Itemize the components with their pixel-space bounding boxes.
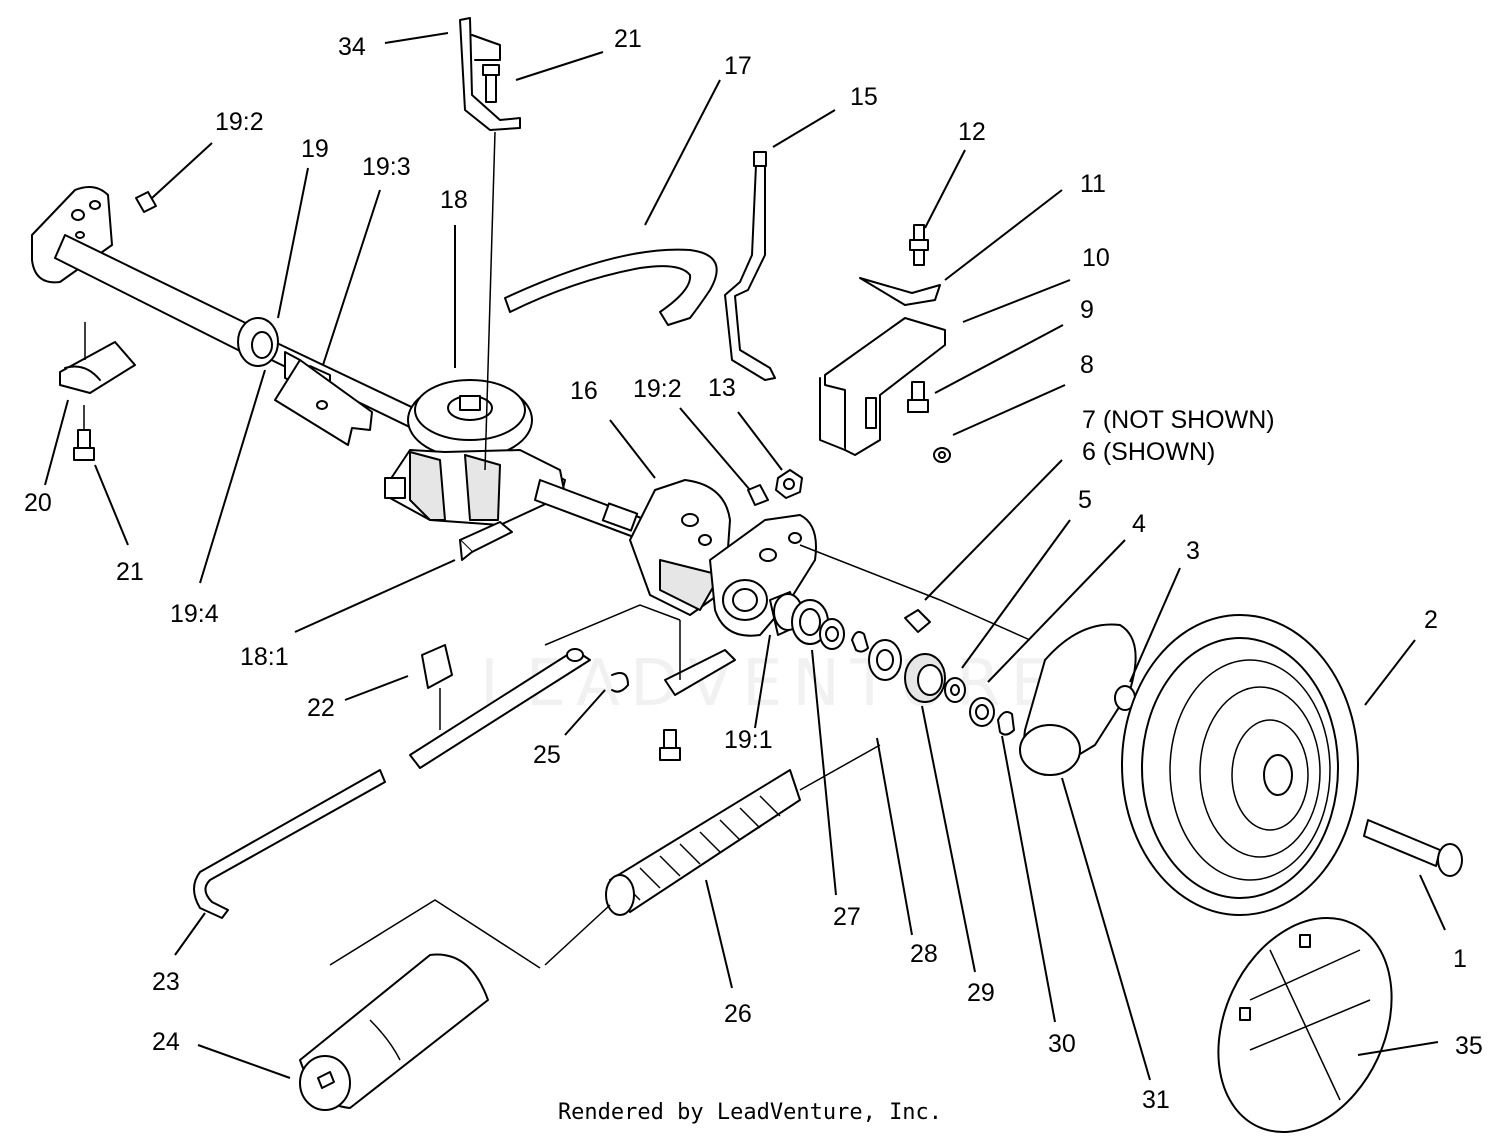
shift-lever-bracket	[459, 17, 521, 471]
shoulder-bolt	[1363, 819, 1463, 877]
callout-17: 17	[724, 52, 752, 80]
hub-cap	[1217, 917, 1393, 1133]
bolt-9	[907, 381, 929, 413]
callout-19-1: 19:1	[724, 726, 773, 754]
retainer-clip	[459, 521, 513, 561]
callout-23: 23	[152, 968, 180, 996]
callout-16: 16	[570, 377, 598, 405]
assembly-guide-lines	[329, 544, 1031, 969]
callout-5: 5	[1078, 486, 1092, 514]
callout-18-1: 18:1	[240, 643, 289, 671]
callout-10: 10	[1082, 244, 1110, 272]
callout-2: 2	[1424, 606, 1438, 634]
callout-19-3: 19:3	[362, 153, 411, 181]
callout-15: 15	[850, 83, 878, 111]
grease-fitting-left	[135, 191, 157, 213]
transmission-housing	[384, 449, 566, 526]
callout-6: 6 (SHOWN)	[1082, 438, 1215, 466]
retaining-ring-25	[611, 672, 629, 693]
washer-small	[819, 618, 845, 650]
bearing-plate	[709, 514, 817, 637]
callout-12: 12	[958, 118, 986, 146]
callout-28: 28	[910, 940, 938, 968]
callout-8: 8	[1080, 351, 1094, 379]
e-clip-30	[997, 711, 1015, 736]
render-credit: Rendered by LeadVenture, Inc.	[557, 1100, 943, 1125]
callout-19: 19	[301, 135, 329, 163]
callout-35: 35	[1455, 1032, 1483, 1060]
pinion-gear-29	[904, 653, 946, 703]
bolt-left	[73, 405, 95, 461]
nut-13	[775, 469, 803, 499]
control-lever-bracket	[659, 649, 736, 761]
key-6	[904, 609, 931, 633]
mounting-bracket	[819, 317, 946, 456]
leader-lines	[44, 32, 1446, 1081]
washer-8	[933, 447, 951, 463]
callout-21-top: 21	[614, 25, 642, 53]
wheel-gear-housing	[1019, 623, 1137, 776]
callout-21-left: 21	[116, 558, 144, 586]
washer-5	[944, 677, 966, 703]
control-rod	[193, 769, 386, 919]
callout-19-4: 19:4	[170, 600, 219, 628]
callout-1: 1	[1453, 945, 1467, 973]
support-bracket	[59, 322, 136, 394]
callout-31: 31	[1142, 1086, 1170, 1114]
frame-bracket	[274, 359, 373, 446]
callout-18: 18	[440, 186, 468, 214]
callout-29: 29	[967, 979, 995, 1007]
callout-7: 7 (NOT SHOWN)	[1082, 406, 1275, 434]
callout-26: 26	[724, 1000, 752, 1028]
callout-9: 9	[1080, 296, 1094, 324]
callout-13: 13	[708, 374, 736, 402]
callout-19-2-left: 19:2	[215, 108, 264, 136]
callout-30: 30	[1048, 1030, 1076, 1058]
callout-20: 20	[24, 489, 52, 517]
spring-clip	[859, 224, 941, 306]
shift-rod	[724, 151, 776, 381]
pulley	[407, 379, 533, 459]
axle-bearing	[237, 317, 331, 399]
pawl-28	[868, 639, 902, 681]
callout-11: 11	[1080, 170, 1106, 198]
e-clip	[851, 631, 869, 653]
gear-case-cover	[629, 479, 731, 616]
callout-19-2-center: 19:2	[633, 375, 682, 403]
drive-belt	[504, 248, 718, 326]
callout-labels: 34 21 17 15 19:2 19 19:3 18 12 11 10 9 8…	[24, 25, 1483, 1114]
callout-25: 25	[533, 741, 561, 769]
callout-3: 3	[1186, 537, 1200, 565]
handle-grip	[299, 953, 489, 1111]
washer-27	[791, 599, 829, 645]
extension-spring	[544, 744, 881, 966]
callout-4: 4	[1132, 510, 1146, 538]
callout-24: 24	[152, 1028, 180, 1056]
spacer-4	[969, 697, 995, 727]
callout-22: 22	[307, 694, 335, 722]
grease-fitting	[747, 484, 769, 506]
callout-34: 34	[338, 33, 366, 61]
wheel	[1121, 614, 1359, 916]
callout-27: 27	[833, 903, 861, 931]
drive-lever	[409, 644, 591, 769]
